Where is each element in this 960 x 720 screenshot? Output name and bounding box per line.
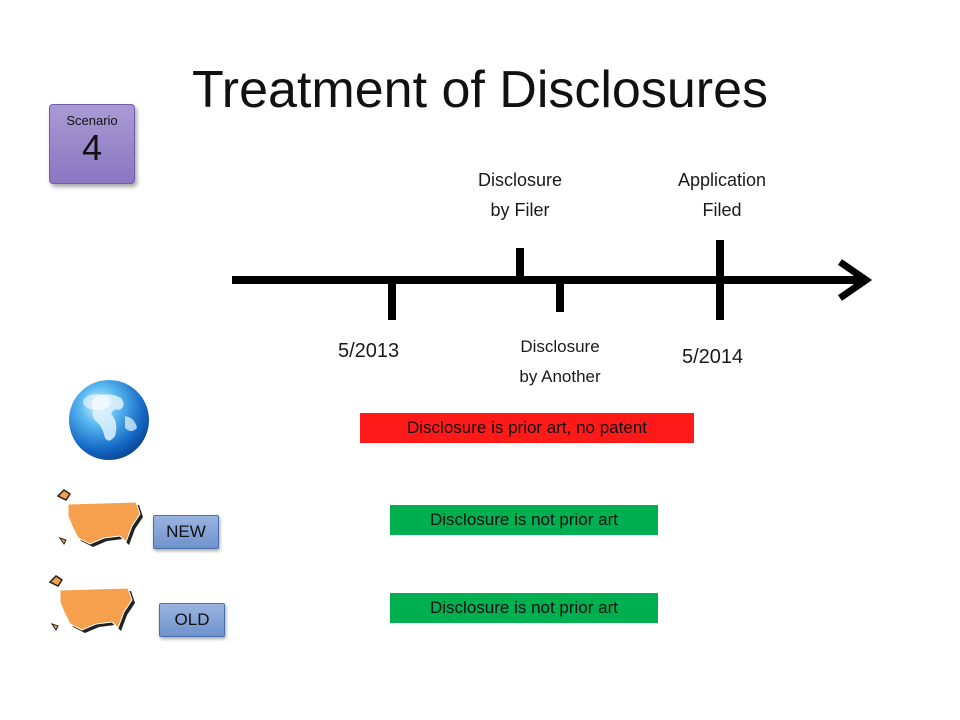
scenario-label: Scenario (66, 113, 118, 128)
label-line: Disclosure (477, 170, 563, 190)
result-bar-global: Disclosure is prior art, no patent (360, 413, 694, 443)
result-bar-new: Disclosure is not prior art (390, 505, 658, 535)
tag-old: OLD (159, 603, 225, 637)
globe-icon (69, 380, 149, 460)
timeline-arrowhead (838, 259, 873, 301)
label-line: Application (677, 170, 767, 190)
date-start: 5/2013 (338, 340, 400, 362)
label-line: by Another (519, 367, 601, 386)
date-end: 5/2014 (682, 346, 744, 368)
usa-map-icon (48, 575, 135, 633)
label-disclosure-by-filer: Disclosure by Filer (450, 165, 590, 225)
label-application-filed: Application Filed (652, 165, 792, 225)
usa-map-icon (56, 489, 143, 547)
tag-new: NEW (153, 515, 219, 549)
scenario-badge: Scenario 4 (49, 104, 135, 184)
result-bar-old: Disclosure is not prior art (390, 593, 658, 623)
label-line: by Filer (490, 200, 550, 220)
page-title: Treatment of Disclosures (191, 61, 769, 119)
label-line: Filed (702, 200, 742, 220)
label-disclosure-by-another: Disclosure by Another (485, 332, 635, 392)
label-line: Disclosure (520, 337, 600, 356)
scenario-number: 4 (81, 127, 103, 168)
